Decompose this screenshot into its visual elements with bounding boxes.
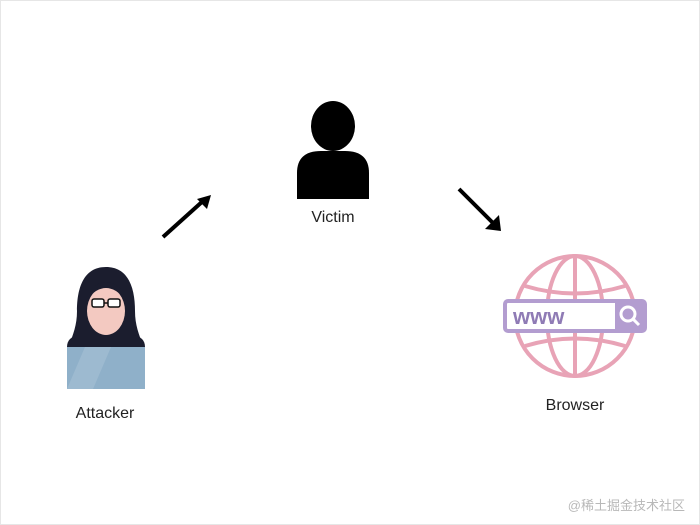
browser-label: Browser bbox=[545, 397, 605, 414]
www-text: www bbox=[512, 304, 565, 329]
arrow-victim-to-browser bbox=[457, 187, 501, 231]
hooded-hacker-icon bbox=[67, 267, 145, 389]
person-silhouette-icon bbox=[297, 101, 369, 199]
victim-label: Victim bbox=[311, 209, 355, 226]
attacker-label: Attacker bbox=[75, 405, 135, 422]
globe-www-search-icon: www bbox=[503, 254, 647, 378]
arrow-attacker-to-victim bbox=[161, 195, 211, 239]
watermark: @稀土掘金技术社区 bbox=[567, 498, 685, 513]
